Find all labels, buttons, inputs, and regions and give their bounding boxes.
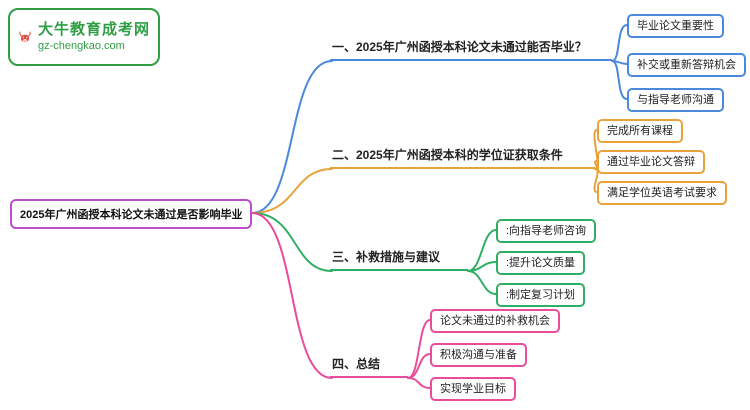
branch-2-child-2: 通过毕业论文答辩 [597,150,705,174]
branch-3-child-3-line [467,270,497,295]
branch-3-child-3: :制定复习计划 [496,283,586,307]
site-url: gz-chengkao.com [37,39,125,52]
root-to-branch-4-line [251,212,333,379]
branch-3-child-1-line [467,229,497,272]
branch-3-child-1: :向指导老师咨询 [496,219,597,243]
branch-4-child-3: 实现学业目标 [430,377,516,401]
branch-2-child-1: 完成所有课程 [597,119,683,143]
bull-icon [19,31,31,43]
site-name: 大牛教育成考网 [37,20,150,38]
branch-3-topic: 三、补救措施与建议 [330,250,468,271]
branch-4-child-1-line [407,319,431,379]
branch-2-child-3-line [593,168,599,193]
site-logo-text: 大牛教育成考网 gz-chengkao.com [38,21,150,54]
branch-3-child-2: :提升论文质量 [496,251,586,275]
branch-3-child-2-line [467,261,497,272]
root-to-branch-3-line [251,212,333,272]
root-to-branch-1-line [251,60,333,214]
site-logo: 大牛教育成考网 gz-chengkao.com [8,8,160,66]
branch-2-child-3: 满足学位英语考试要求 [597,181,727,205]
branch-4-topic: 四、总结 [330,357,408,378]
branch-4-child-1: 论文未通过的补救机会 [430,309,560,333]
branch-4-child-2: 积极沟通与准备 [430,343,527,367]
branch-1-topic: 一、2025年广州函授本科论文未通过能否毕业？ [330,40,612,61]
branch-4-child-3-line [407,377,431,389]
branch-4-child-2-line [407,353,431,379]
branch-2-topic: 二、2025年广州函授本科的学位证获取条件 [330,148,595,169]
root-to-branch-2-line [251,168,333,214]
branch-1-child-1: 毕业论文重要性 [627,14,724,38]
root-topic: 2025年广州函授本科论文未通过是否影响毕业 [10,199,253,229]
branch-1-child-3-line [611,60,628,100]
branch-1-child-1-line [611,24,628,62]
branch-1-child-2: 补交或重新答辩机会 [627,53,746,77]
branch-1-child-3: 与指导老师沟通 [627,88,724,112]
